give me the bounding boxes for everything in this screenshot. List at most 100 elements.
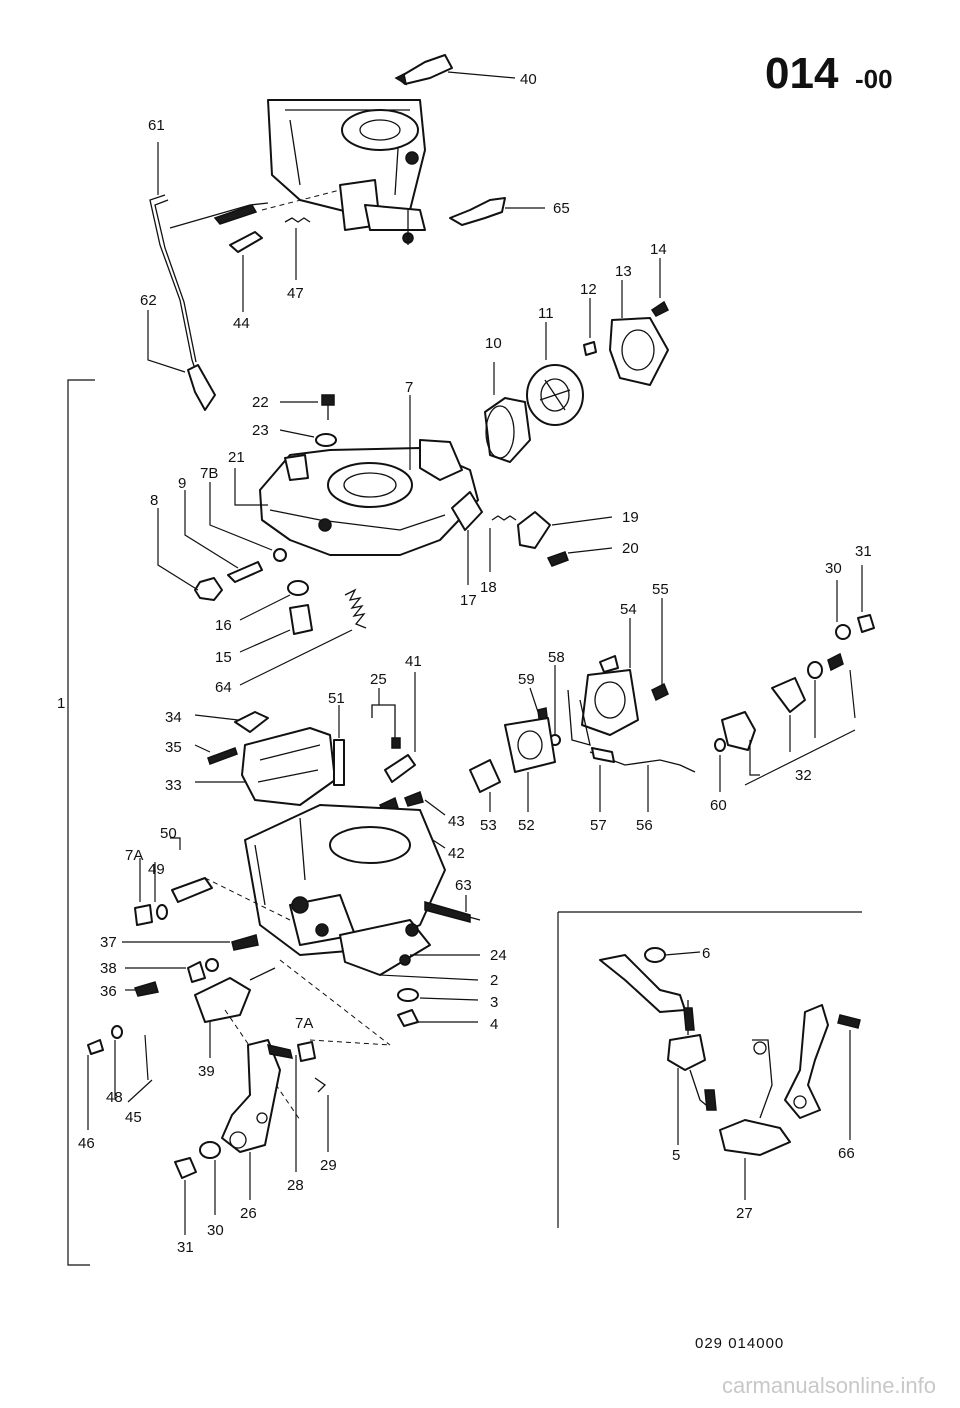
callout-37: 37 (100, 934, 117, 951)
callout-21: 21 (228, 449, 245, 466)
callout-65: 65 (553, 200, 570, 217)
part-35-pin (207, 747, 238, 765)
part-33-float (241, 727, 336, 806)
callout-45: 45 (125, 1109, 142, 1126)
callout-50: 50 (160, 825, 177, 842)
callout-10: 10 (485, 335, 502, 352)
part-7A-plug (134, 904, 153, 926)
part-18-spring (491, 515, 517, 521)
carburetor-top-cover (267, 99, 426, 245)
callout-30-right: 30 (825, 560, 842, 577)
callout-66: 66 (838, 1145, 855, 1162)
part-31-nut-lower (174, 1157, 197, 1179)
part-52-diaphragm (504, 717, 556, 773)
part-41-jet (384, 754, 416, 783)
part-31-nut (857, 614, 875, 633)
callout-46: 46 (78, 1135, 95, 1152)
callout-54: 54 (620, 601, 637, 618)
callout-51: 51 (328, 690, 345, 707)
callout-7: 7 (405, 379, 413, 396)
part-20-screw (546, 551, 569, 567)
callout-52: 52 (518, 817, 535, 834)
part-8-nut (194, 577, 223, 601)
callout-64: 64 (215, 679, 232, 696)
callout-53: 53 (480, 817, 497, 834)
part-66-lever-with-screw (784, 1004, 861, 1119)
callout-58: 58 (548, 649, 565, 666)
callout-28: 28 (287, 1177, 304, 1194)
callout-24: 24 (490, 947, 507, 964)
part-10-choke-cover (484, 397, 531, 463)
callout-7A-upper: 7A (125, 847, 143, 864)
part-38-screw (187, 961, 206, 983)
part-62-cable-clip (187, 364, 216, 411)
callout-61: 61 (148, 117, 165, 134)
part-54-accelerator-pump (581, 655, 639, 736)
callout-2: 2 (490, 972, 498, 989)
part-60-clip (714, 738, 726, 752)
callout-17: 17 (460, 592, 477, 609)
part-40-needle-valve (394, 54, 453, 86)
callout-60: 60 (710, 797, 727, 814)
part-11-choke-housing (526, 364, 584, 426)
callout-26: 26 (240, 1205, 257, 1222)
part-19-valve (517, 511, 551, 549)
callout-40: 40 (520, 71, 537, 88)
part-15-jet (289, 604, 313, 635)
diagram-title-suffix: -00 (855, 64, 893, 94)
callout-63: 63 (455, 877, 472, 894)
callout-33: 33 (165, 777, 182, 794)
callout-19: 19 (622, 509, 639, 526)
callout-49: 49 (148, 861, 165, 878)
part-26-throttle-lever (221, 1039, 281, 1153)
part-61-choke-cable (149, 194, 199, 379)
callout-27: 27 (736, 1205, 753, 1222)
part-57-spring (591, 747, 615, 763)
callout-5: 5 (672, 1147, 680, 1164)
part-23-washer (315, 433, 337, 447)
callout-55: 55 (652, 581, 669, 598)
callout-32: 32 (795, 767, 812, 784)
part-17-flange (451, 491, 483, 531)
callout-35: 35 (165, 739, 182, 756)
callout-30-lower: 30 (207, 1222, 224, 1239)
part-9-lever (227, 561, 263, 583)
part-12-plug (583, 341, 597, 356)
callout-18: 18 (480, 579, 497, 596)
callout-1: 1 (57, 695, 65, 712)
callout-25: 25 (370, 671, 387, 688)
part-16-washer (287, 580, 309, 596)
part-64-spring (344, 588, 367, 629)
part-34-pin-clip (234, 711, 269, 733)
part-27-lever-assembly (719, 1039, 791, 1156)
callout-29: 29 (320, 1157, 337, 1174)
callout-31-right: 31 (855, 543, 872, 560)
callout-23: 23 (252, 422, 269, 439)
callout-8: 8 (150, 492, 158, 509)
callout-3: 3 (490, 994, 498, 1011)
callout-12: 12 (580, 281, 597, 298)
drawing-code: 029 014000 (695, 1335, 784, 1352)
part-1-bracket (67, 379, 95, 1266)
callout-7A-lower: 7A (295, 1015, 313, 1032)
part-30-washer (835, 624, 851, 640)
part-55-screw (651, 682, 669, 702)
callout-43: 43 (448, 813, 465, 830)
part-29-clip (314, 1077, 327, 1093)
callout-31-lower: 31 (177, 1239, 194, 1256)
callout-44: 44 (233, 315, 250, 332)
callout-6: 6 (702, 945, 710, 962)
part-37-screw (231, 934, 259, 951)
part-14-screw (650, 300, 670, 317)
part-59-lever (567, 689, 591, 746)
callout-16: 16 (215, 617, 232, 634)
callout-15: 15 (215, 649, 232, 666)
callout-13: 13 (615, 263, 632, 280)
part-25-tube (391, 737, 401, 749)
part-5-choke-pull-down (599, 947, 717, 1111)
callout-47: 47 (287, 285, 304, 302)
part-30-washer-lower (199, 1141, 221, 1159)
inset-frame (557, 911, 862, 1228)
callout-7B: 7B (200, 465, 218, 482)
callout-14: 14 (650, 241, 667, 258)
